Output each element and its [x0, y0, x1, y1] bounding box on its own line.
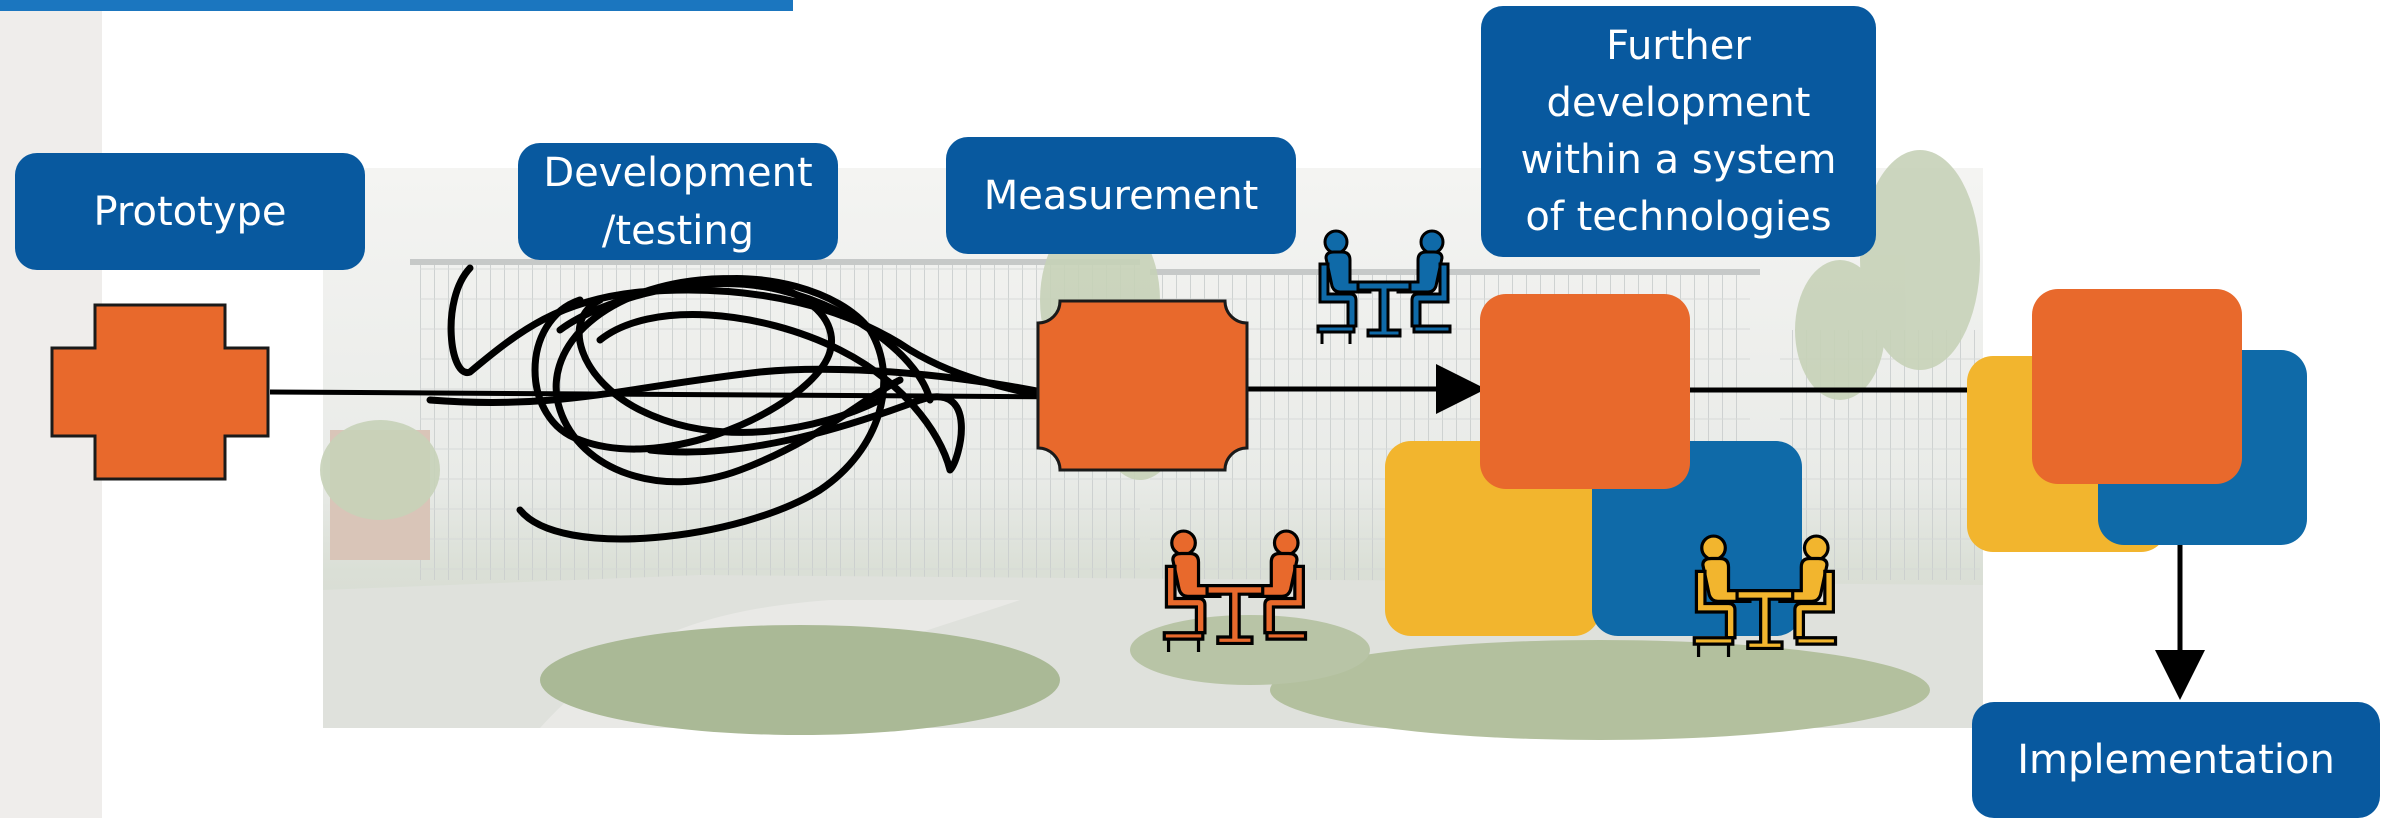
measurement-shape — [1036, 299, 1249, 472]
prototype-label: Prototype — [15, 153, 365, 270]
development-testing-label: Development /testing — [518, 143, 838, 260]
tangled-scribble — [426, 264, 1114, 543]
further-development-label: Further development within a system of t… — [1481, 6, 1876, 257]
prototype-shape — [50, 303, 270, 481]
yellow-square — [1385, 441, 1600, 636]
orange-square — [1480, 294, 1690, 489]
top-accent-bar — [0, 0, 793, 11]
implementation-label: Implementation — [1972, 702, 2380, 818]
final-orange-square — [2032, 289, 2242, 484]
measurement-label: Measurement — [946, 137, 1296, 254]
blue-square — [1592, 441, 1802, 636]
